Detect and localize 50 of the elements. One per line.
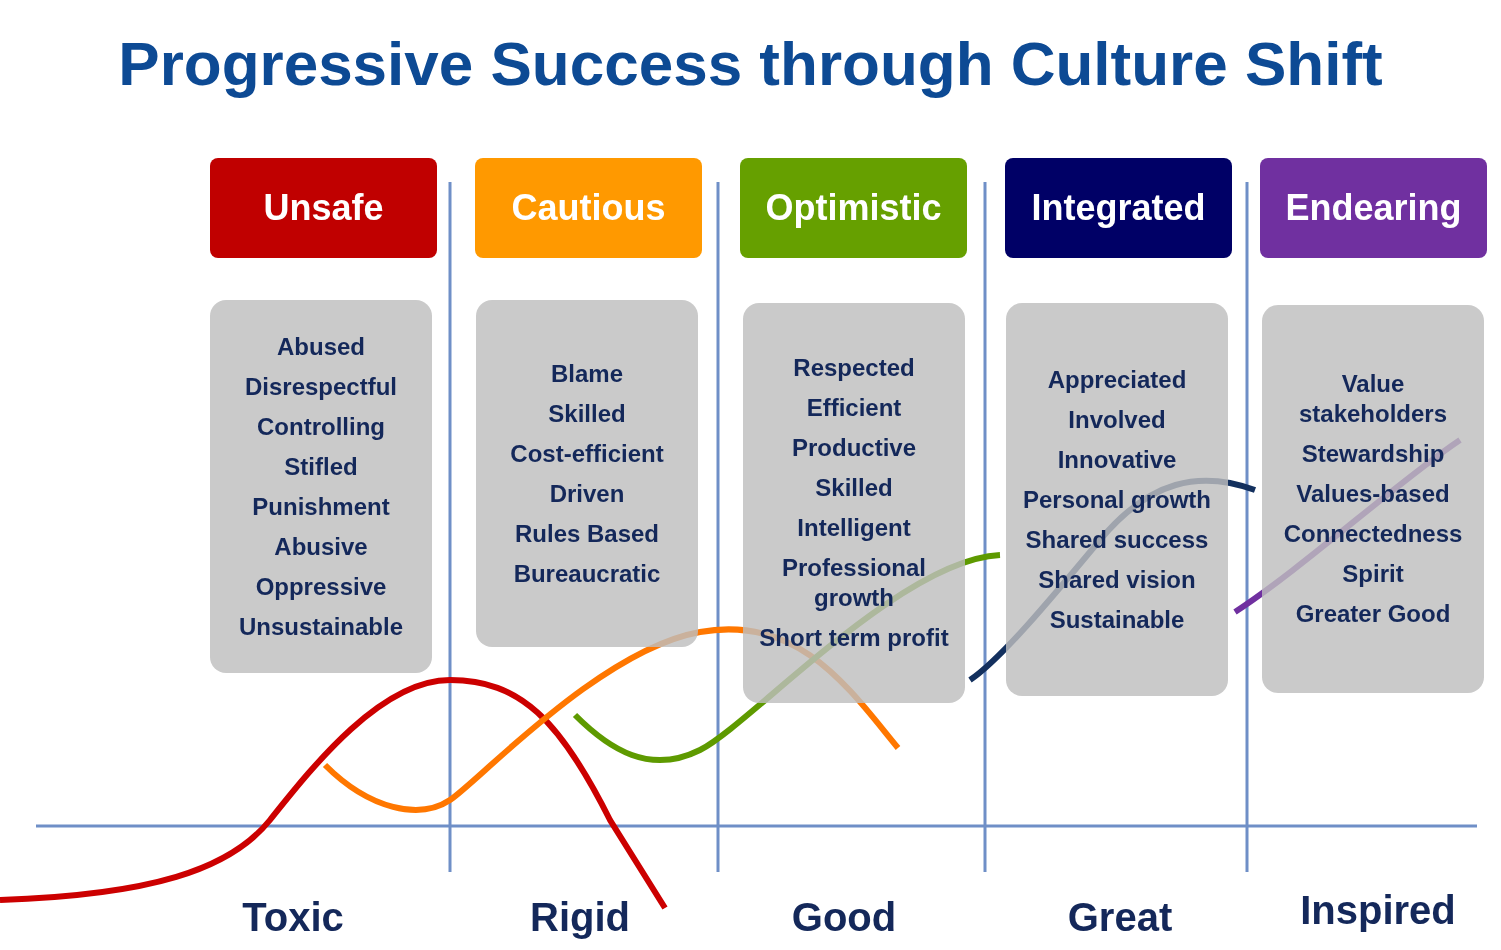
stage-label: Toxic [241,895,345,940]
trait-text: Abusive [274,531,368,562]
stage-header: Cautious [475,158,702,258]
trait-text: Skilled [548,398,626,429]
trait-text: Rules Based [514,518,660,549]
stage-label: Inspired [1299,888,1457,933]
trait-text: Connectedness [1283,519,1463,549]
stage-header: Endearing [1260,158,1487,258]
trait-text: Punishment [252,491,390,522]
trait-text: Efficient [806,393,902,423]
trait-text: Shared success [1025,524,1209,555]
trait-text: Innovative [1057,444,1177,475]
trait-text: Disrespectful [244,371,398,402]
trait-text: Abused [277,331,365,362]
trait-text: Professional growth [780,553,927,613]
stage-label: Good [790,895,898,940]
trait-text: Skilled [815,473,893,503]
trait-text: Appreciated [1047,364,1187,395]
trait-text: Personal growth [1023,484,1211,515]
trait-list-card [743,303,965,703]
stage-label: Rigid [529,895,631,940]
trait-text: Values-based [1296,479,1450,509]
trait-list-card [1262,305,1484,693]
stage-label: Great [1066,895,1174,940]
trait-text: Unsustainable [238,611,403,642]
trait-text: Bureaucratic [513,558,661,589]
title: Progressive Success through Culture Shift [117,28,1384,99]
trait-text: Spirit [1342,559,1404,589]
trait-text: Stifled [284,451,358,482]
trait-text: Value stakeholders [1297,369,1449,429]
trait-text: Involved [1068,404,1166,435]
stage-header: Integrated [1005,158,1232,258]
trait-text: Sustainable [1049,604,1185,635]
trait-text: Productive [792,433,916,463]
trait-list-card [476,300,698,647]
trait-text: Cost-efficient [510,438,664,469]
trait-text: Respected [793,353,915,383]
trait-text: Driven [549,478,625,509]
trait-text: Controlling [257,411,385,442]
trait-text: Stewardship [1301,439,1445,469]
trait-text: Blame [550,358,623,389]
trait-list-card [1006,303,1228,696]
stage-header: Unsafe [210,158,437,258]
trait-text: Shared vision [1038,564,1196,595]
trait-text: Oppressive [255,571,387,602]
stage-header: Optimistic [740,158,967,258]
trait-text: Intelligent [797,513,911,543]
trait-text: Short term profit [759,623,949,653]
trait-list-card [210,300,432,673]
trait-text: Greater Good [1295,599,1451,629]
